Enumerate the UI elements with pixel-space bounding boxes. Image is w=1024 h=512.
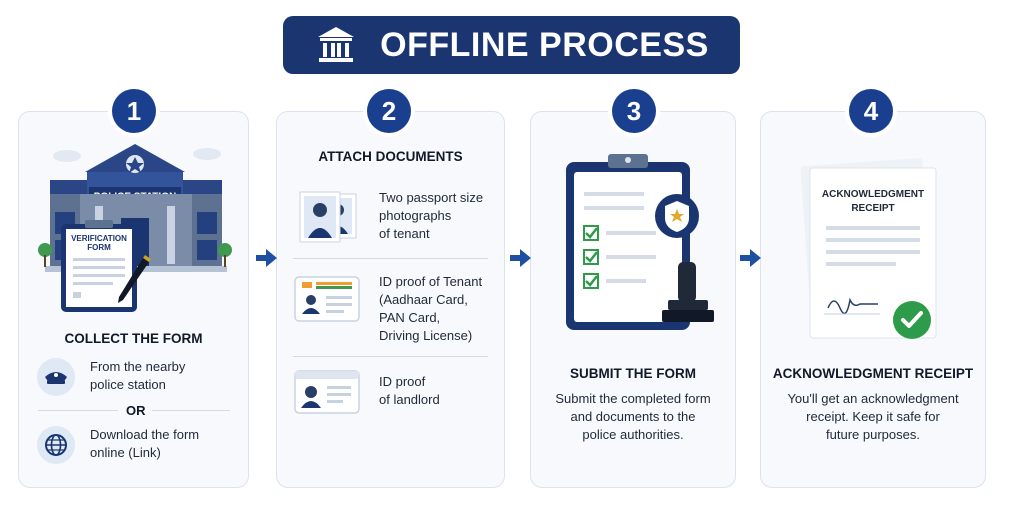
description-line: future purposes. xyxy=(826,427,920,442)
document-item-landlord-id: ID proof of landlord xyxy=(379,373,440,409)
police-station-illustration: POLICE STATION VERIFICATION FORM xyxy=(38,144,232,312)
document-text-line: Driving License) xyxy=(379,328,473,343)
description-line: You'll get an acknowledgment xyxy=(787,391,959,406)
document-text-line: photographs xyxy=(379,208,452,223)
page-title: OFFLINE PROCESS xyxy=(380,25,709,64)
divider xyxy=(152,410,230,411)
receipt-title-line1: ACKNOWLEDGMENT xyxy=(822,189,924,200)
description-line: receipt. Keep it safe for xyxy=(806,409,940,424)
step-heading: COLLECT THE FORM xyxy=(64,331,203,346)
arrow-right-icon xyxy=(256,249,277,267)
step-number-1: 1 xyxy=(112,89,156,133)
step-number-4: 4 xyxy=(849,89,893,133)
or-label: OR xyxy=(126,403,146,418)
step-number-2: 2 xyxy=(367,89,411,133)
landlord-id-icon xyxy=(294,370,360,414)
document-text-line: of tenant xyxy=(379,226,430,241)
step-description: You'll get an acknowledgment receipt. Ke… xyxy=(760,390,986,444)
document-text-line: ID proof xyxy=(379,374,426,389)
option-text-line: Download the form xyxy=(90,427,200,442)
id-card-icon xyxy=(294,276,360,322)
option-text-line: From the nearby xyxy=(90,359,186,374)
document-text-line: of landlord xyxy=(379,392,440,407)
option-nearby-station: From the nearby police station xyxy=(90,358,185,394)
acknowledgment-receipt-illustration: ACKNOWLEDGMENT RECEIPT xyxy=(800,158,937,339)
description-line: Submit the completed form xyxy=(555,391,711,406)
title-banner: OFFLINE PROCESS xyxy=(283,16,740,74)
receipt-title-line2: RECEIPT xyxy=(851,203,894,214)
globe-icon xyxy=(37,426,75,464)
clipboard-checklist-illustration xyxy=(566,154,714,330)
document-item-tenant-id: ID proof of Tenant (Aadhaar Card, PAN Ca… xyxy=(379,273,482,345)
option-download-online[interactable]: Download the form online (Link) xyxy=(90,426,199,462)
document-text-line: PAN Card, xyxy=(379,310,441,325)
document-text-line: ID proof of Tenant xyxy=(379,274,483,289)
description-line: and documents to the xyxy=(570,409,696,424)
divider xyxy=(38,410,118,411)
passport-photos-icon xyxy=(299,191,357,243)
form-label-line1: VERIFICATION xyxy=(71,234,127,243)
divider xyxy=(293,356,488,357)
step-heading: SUBMIT THE FORM xyxy=(570,366,696,381)
description-line: police authorities. xyxy=(582,427,684,442)
step-description: Submit the completed form and documents … xyxy=(530,390,736,444)
arrow-right-icon xyxy=(510,249,531,267)
form-label-line2: FORM xyxy=(87,243,111,252)
document-text-line: (Aadhaar Card, xyxy=(379,292,468,307)
step-heading: ACKNOWLEDGMENT RECEIPT xyxy=(772,366,974,381)
option-text-line: online (Link) xyxy=(90,445,161,460)
document-text-line: Two passport size xyxy=(379,190,484,205)
option-text-line: police station xyxy=(90,377,166,392)
step-number-3: 3 xyxy=(612,89,656,133)
divider xyxy=(293,258,488,259)
government-building-icon xyxy=(318,27,355,62)
step-heading: ATTACH DOCUMENTS xyxy=(318,149,463,164)
arrow-right-icon xyxy=(740,249,761,267)
police-cap-icon xyxy=(37,358,75,396)
document-item-photos: Two passport size photographs of tenant xyxy=(379,189,483,243)
